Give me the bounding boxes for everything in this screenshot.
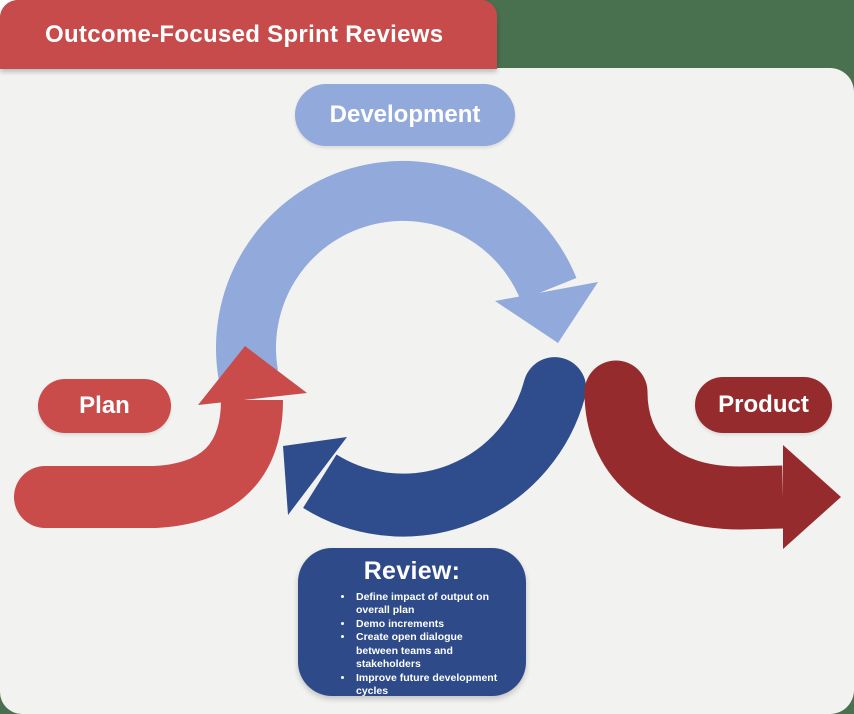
plan-label-pill: Plan <box>38 379 171 433</box>
review-bullet-list: Define impact of output on overall plan … <box>342 591 502 699</box>
title-bar: Outcome-Focused Sprint Reviews <box>0 0 497 69</box>
product-label: Product <box>718 391 809 418</box>
plan-arrow-arrowhead-icon <box>198 346 307 405</box>
plan-label: Plan <box>79 392 130 419</box>
development-arc-arrowhead-icon <box>495 282 598 343</box>
review-box: Review: Define impact of output on overa… <box>298 548 526 699</box>
product-label-pill: Product <box>695 377 832 433</box>
review-heading: Review: <box>363 557 461 585</box>
review-arc <box>303 379 586 537</box>
review-bullet: Define impact of output on overall plan <box>354 591 502 618</box>
review-bullet: Improve future development cycles <box>354 672 502 699</box>
product-arrow-shaft <box>584 390 784 530</box>
plan-arrow-shaft <box>45 398 283 528</box>
review-bullet: Create open dialogue between teams and s… <box>354 631 502 671</box>
review-bullet: Demo increments <box>354 618 502 631</box>
page-title: Outcome-Focused Sprint Reviews <box>45 20 444 48</box>
product-arrow-arrowhead-icon <box>783 445 841 549</box>
development-arc <box>216 160 577 381</box>
review-arc-arrowhead-icon <box>283 437 347 515</box>
development-label-pill: Development <box>295 84 515 146</box>
development-label: Development <box>329 101 481 128</box>
